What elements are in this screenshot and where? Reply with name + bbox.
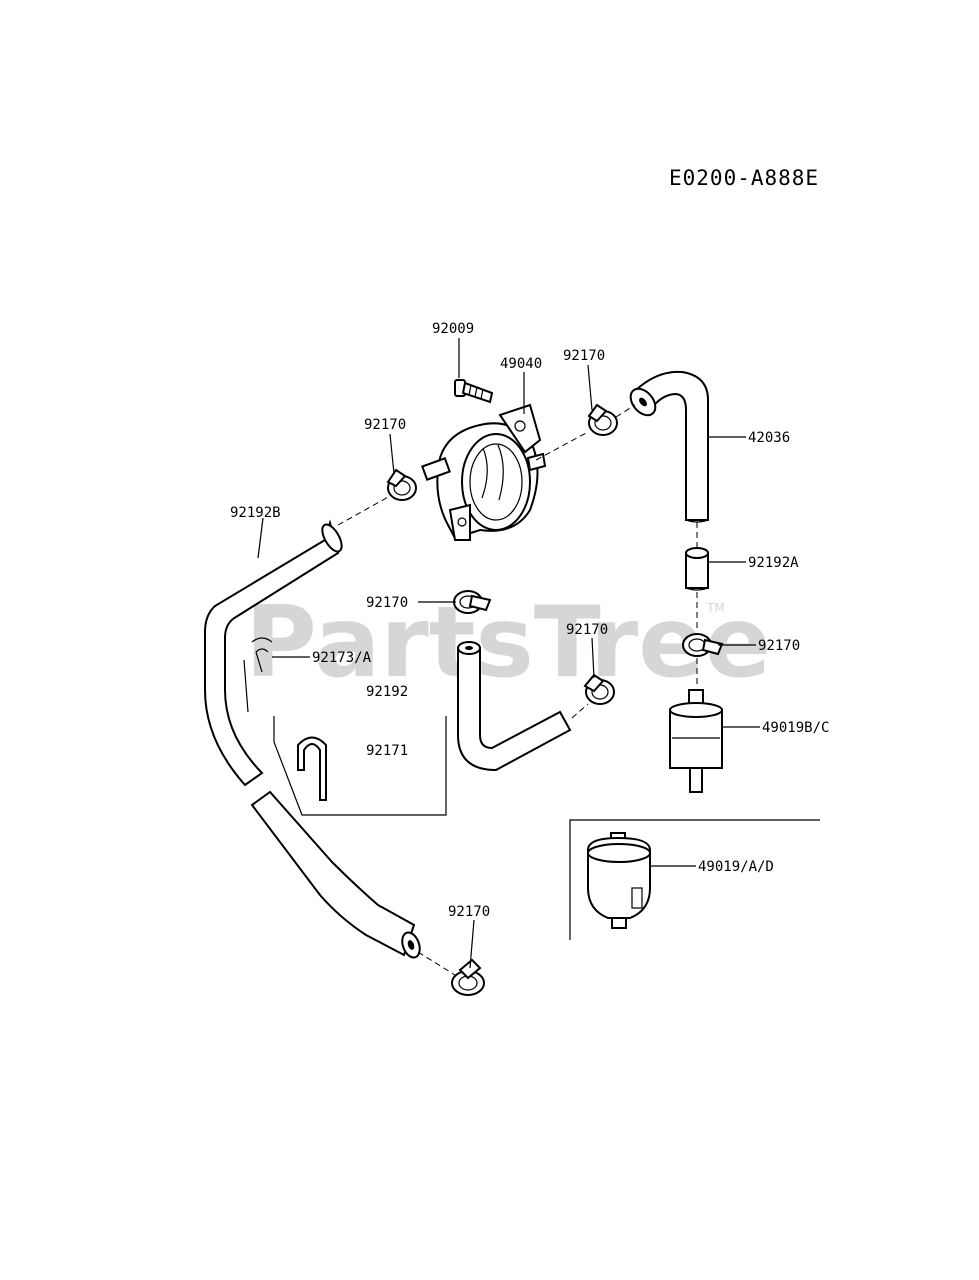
label-49019bc: 49019B/C [762, 720, 829, 736]
flow-line [615, 404, 636, 418]
clamp-right-mid [682, 633, 724, 657]
label-49019ad: 49019/A/D [698, 859, 774, 875]
clamp-left-pump [386, 468, 417, 501]
flow-line [417, 951, 456, 976]
fuel-pump-49040 [421, 403, 547, 541]
label-92192a: 92192A [748, 555, 799, 571]
clip-92173a [243, 637, 273, 713]
screw-92009 [454, 379, 494, 404]
label-92171: 92171 [366, 743, 408, 759]
label-92192: 92192 [366, 684, 408, 700]
label-92192b: 92192B [230, 505, 281, 521]
center-hose [457, 641, 572, 772]
filter-alt-box [569, 819, 820, 940]
label-92009: 92009 [432, 321, 474, 337]
label-92170-center-lower: 92170 [566, 622, 608, 638]
label-92170-bottom: 92170 [448, 904, 490, 920]
label-92170-center: 92170 [366, 595, 408, 611]
fuel-filter-49019bc [669, 689, 723, 793]
watermark-tm: TM [706, 601, 725, 615]
flow-line [571, 703, 589, 719]
leader-lines [257, 338, 760, 969]
label-49040: 49040 [500, 356, 542, 372]
flow-line [337, 495, 391, 526]
label-42036: 42036 [748, 430, 790, 446]
hose-42036 [629, 370, 709, 523]
clamp-center-lower [583, 673, 615, 705]
clip-group-box [273, 716, 447, 816]
label-92170-right-mid: 92170 [758, 638, 800, 654]
hose-92192b [204, 519, 421, 959]
label-92170-left-pump: 92170 [364, 417, 406, 433]
label-92170-right-pump: 92170 [563, 348, 605, 364]
clamp-right-pump [587, 403, 618, 436]
hose-92192a [685, 547, 709, 591]
diagram-code: E0200-A888E [669, 166, 819, 190]
label-92173a: 92173/A [312, 650, 372, 666]
clamp-bottom [451, 958, 485, 996]
